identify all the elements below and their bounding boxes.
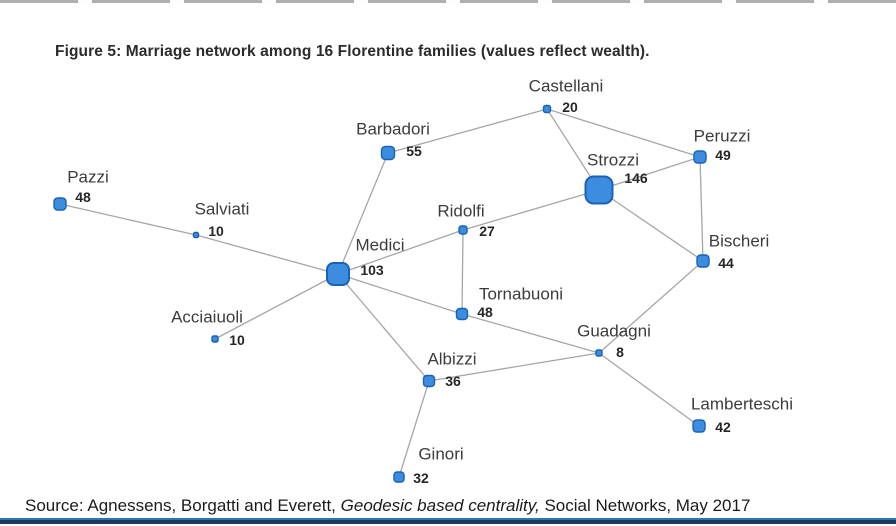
node-lamberteschi[interactable]: Lamberteschi 42 xyxy=(691,395,793,436)
edge-medici-ridolfi xyxy=(337,229,464,275)
node-label-castellani: Castellani xyxy=(529,77,604,96)
edge-albizzi-ginori xyxy=(398,380,430,478)
edge-ridolfi-tornabuoni xyxy=(461,229,464,315)
node-value-medici: 103 xyxy=(360,262,384,278)
node-label-peruzzi: Peruzzi xyxy=(694,127,751,146)
node-marker-acciaiuoli[interactable] xyxy=(211,335,219,343)
node-label-pazzi: Pazzi xyxy=(67,168,109,187)
node-marker-barbadori[interactable] xyxy=(380,145,396,161)
edge-guadagni-bischeri xyxy=(598,260,704,354)
node-value-lamberteschi: 42 xyxy=(715,419,731,435)
node-label-bischeri: Bischeri xyxy=(709,232,769,251)
node-label-salviati: Salviati xyxy=(195,200,250,219)
node-castellani[interactable]: Castellani 20 xyxy=(529,77,604,116)
node-value-ginori: 32 xyxy=(413,470,429,486)
node-label-medici: Medici xyxy=(355,236,404,255)
edge-peruzzi-strozzi xyxy=(598,156,701,191)
node-value-ridolfi: 27 xyxy=(479,223,495,239)
node-value-salviati: 10 xyxy=(208,223,224,239)
node-bischeri[interactable]: Bischeri 44 xyxy=(696,232,769,272)
node-ridolfi[interactable]: Ridolfi 27 xyxy=(437,202,495,240)
edge-medici-tornabuoni xyxy=(337,273,463,315)
node-value-pazzi: 48 xyxy=(75,189,91,205)
node-marker-albizzi[interactable] xyxy=(422,374,436,388)
node-medici[interactable]: Medici 103 xyxy=(326,236,405,286)
node-marker-salviati[interactable] xyxy=(192,231,200,239)
edge-strozzi-bischeri xyxy=(598,189,704,262)
edge-pazzi-salviati xyxy=(59,203,197,236)
node-ginori[interactable]: Ginori 32 xyxy=(393,445,464,487)
edge-barbadori-castellani xyxy=(387,108,548,154)
node-value-tornabuoni: 48 xyxy=(477,304,493,320)
node-marker-bischeri[interactable] xyxy=(696,254,710,268)
edge-guadagni-lamberteschi xyxy=(598,352,700,427)
node-label-guadagni: Guadagni xyxy=(577,322,651,341)
edge-peruzzi-bischeri xyxy=(699,156,704,262)
node-value-barbadori: 55 xyxy=(406,143,422,159)
node-value-peruzzi: 49 xyxy=(715,147,731,163)
node-value-bischeri: 44 xyxy=(718,255,734,271)
node-marker-guadagni[interactable] xyxy=(595,349,603,357)
edge-medici-albizzi xyxy=(337,273,430,382)
node-marker-pazzi[interactable] xyxy=(53,197,67,211)
node-marker-castellani[interactable] xyxy=(542,104,552,114)
node-label-barbadori: Barbadori xyxy=(356,120,430,139)
node-value-castellani: 20 xyxy=(562,99,578,115)
node-label-ridolfi: Ridolfi xyxy=(437,202,484,221)
node-guadagni[interactable]: Guadagni 8 xyxy=(577,322,651,361)
source-journal: Social Networks, May 2017 xyxy=(539,496,751,515)
bottom-rule-light xyxy=(0,518,896,520)
bottom-rule-dark xyxy=(0,520,896,524)
node-label-tornabuoni: Tornabuoni xyxy=(479,285,563,304)
node-salviati[interactable]: Salviati 10 xyxy=(192,200,250,240)
edge-salviati-medici xyxy=(195,234,339,275)
node-value-acciaiuoli: 10 xyxy=(229,332,245,348)
edge-tornabuoni-guadagni xyxy=(461,313,600,354)
figure-title: Figure 5: Marriage network among 16 Flor… xyxy=(55,43,650,60)
edge-medici-acciaiuoli xyxy=(214,273,339,340)
node-marker-lamberteschi[interactable] xyxy=(692,419,706,433)
node-acciaiuoli[interactable]: Acciaiuoli 10 xyxy=(171,308,245,349)
node-label-lamberteschi: Lamberteschi xyxy=(691,395,793,414)
edge-medici-barbadori xyxy=(337,152,389,275)
node-marker-ginori[interactable] xyxy=(393,471,405,483)
edge-albizzi-guadagni xyxy=(428,352,600,382)
bottom-rule xyxy=(0,518,896,524)
node-marker-ridolfi[interactable] xyxy=(458,225,468,235)
node-value-albizzi: 36 xyxy=(445,373,461,389)
node-barbadori[interactable]: Barbadori 55 xyxy=(356,120,430,161)
node-albizzi[interactable]: Albizzi 36 xyxy=(422,350,477,390)
source-title-italic: Geodesic based centrality, xyxy=(340,496,540,515)
node-label-ginori: Ginori xyxy=(418,445,463,464)
edge-castellani-peruzzi xyxy=(546,108,701,158)
node-marker-peruzzi[interactable] xyxy=(693,150,707,164)
top-edge-bar xyxy=(0,0,896,3)
node-pazzi[interactable]: Pazzi 48 xyxy=(53,168,109,211)
node-value-strozzi: 146 xyxy=(624,170,648,186)
node-value-guadagni: 8 xyxy=(616,344,624,360)
node-label-albizzi: Albizzi xyxy=(427,350,476,369)
source-text: Source: Agnessens, Borgatti and Everett, xyxy=(25,496,341,515)
edge-strozzi-ridolfi xyxy=(462,189,600,231)
source-citation: Source: Agnessens, Borgatti and Everett,… xyxy=(25,496,885,516)
node-label-strozzi: Strozzi xyxy=(587,151,639,170)
node-marker-tornabuoni[interactable] xyxy=(455,307,469,321)
node-marker-medici[interactable] xyxy=(326,262,350,286)
node-label-acciaiuoli: Acciaiuoli xyxy=(171,308,243,327)
node-marker-strozzi[interactable] xyxy=(584,175,614,205)
